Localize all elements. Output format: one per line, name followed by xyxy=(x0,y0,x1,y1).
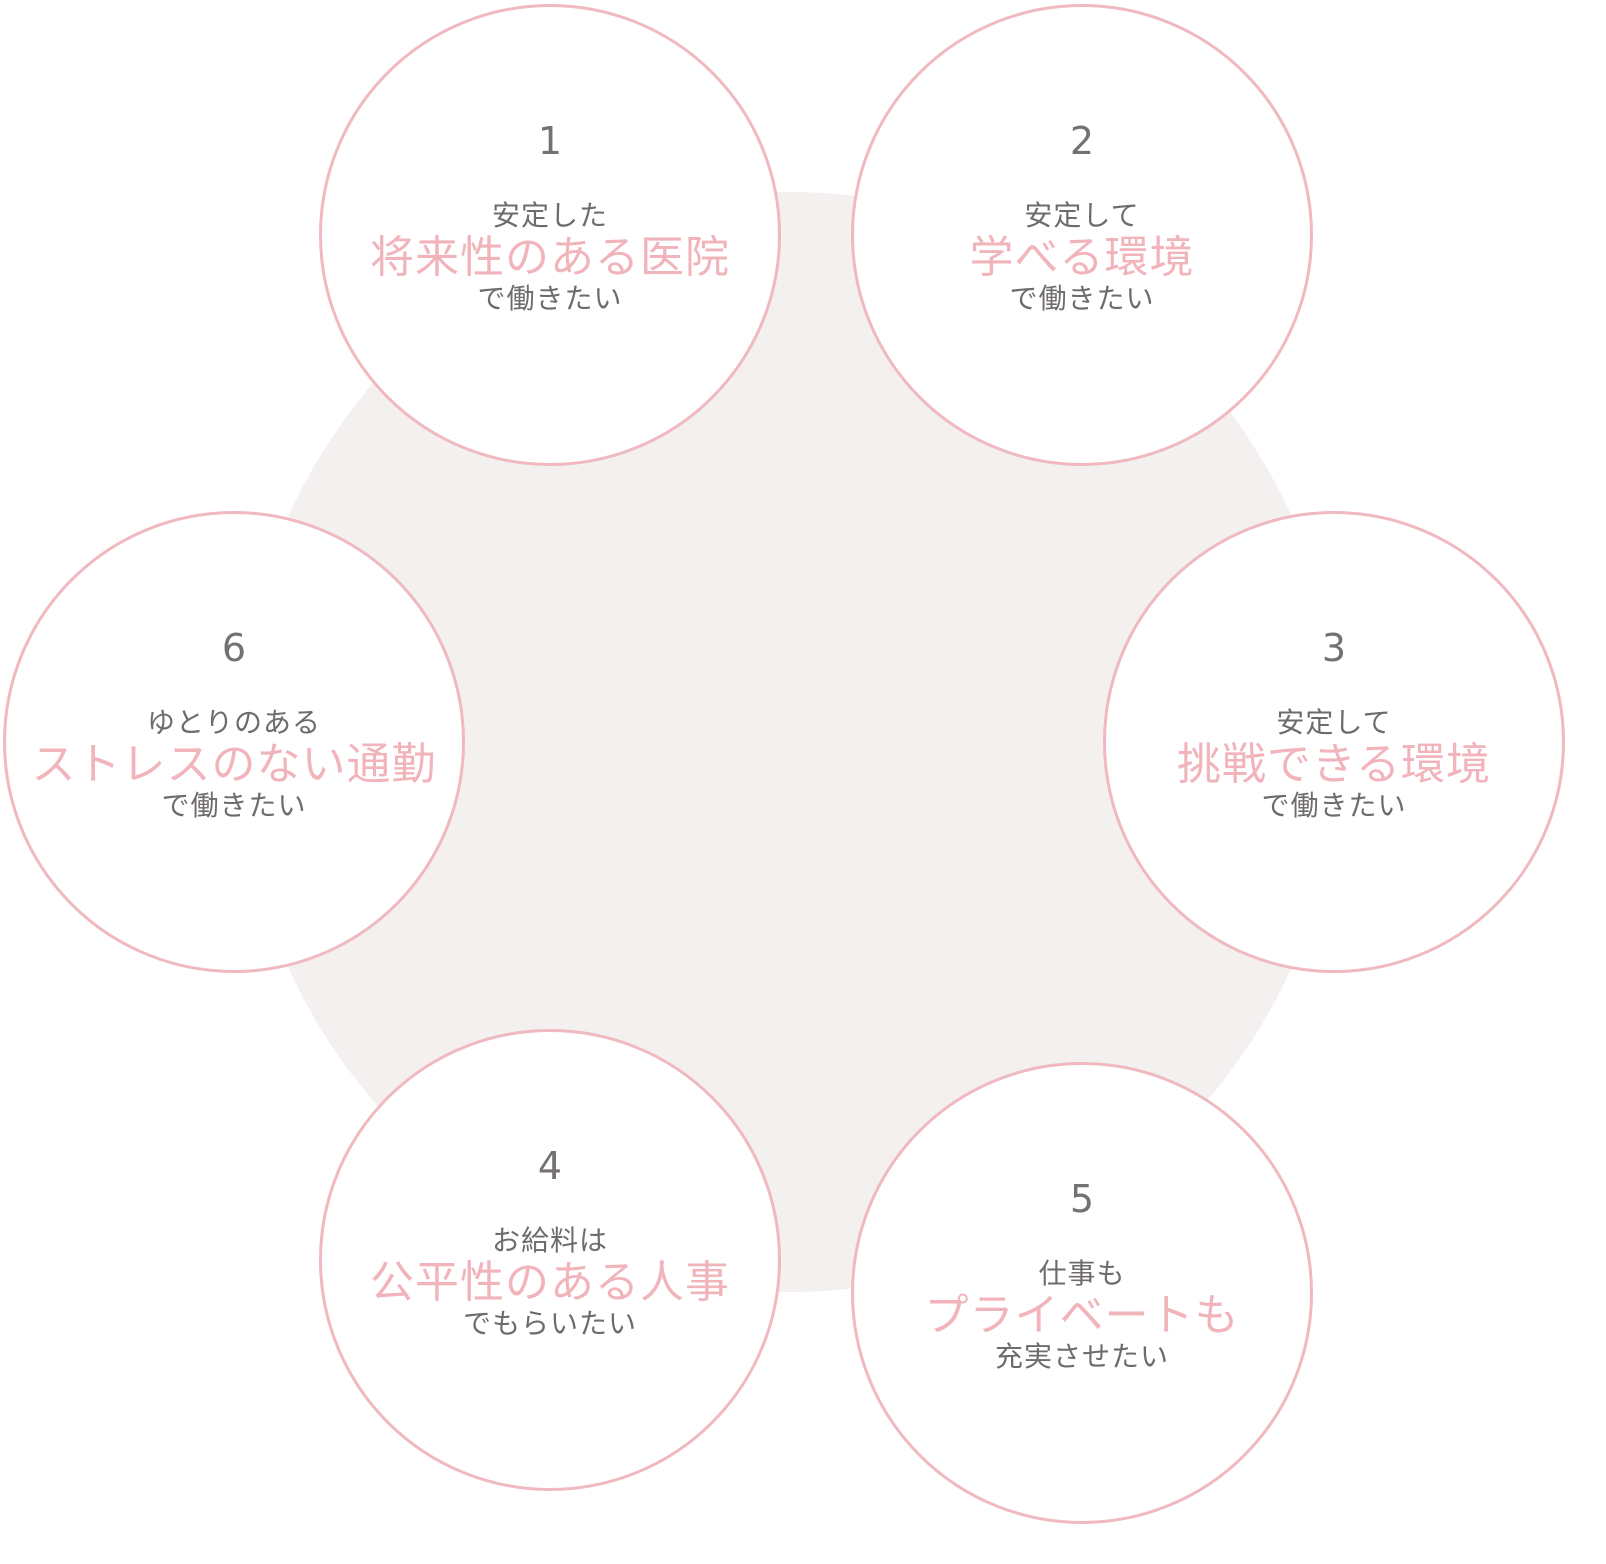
item-number: 5 xyxy=(1069,1177,1095,1221)
item-trail-text: 充実させたい xyxy=(994,1340,1169,1373)
item-number: 4 xyxy=(537,1144,563,1188)
wish-circle-6: 6 ゆとりのある ストレスのない通勤 で働きたい xyxy=(3,511,465,973)
item-highlight-text: ストレスのない通勤 xyxy=(31,739,437,790)
item-lead-text: 仕事も xyxy=(1038,1257,1126,1290)
item-lead-text: 安定した xyxy=(491,199,608,232)
wish-circle-2: 2 安定して 学べる環境 で働きたい xyxy=(851,4,1313,466)
item-trail-text: で働きたい xyxy=(1009,282,1155,315)
item-lead-text: 安定して xyxy=(1276,706,1392,739)
item-number: 3 xyxy=(1321,626,1347,670)
item-highlight-text: 将来性のある医院 xyxy=(370,232,730,283)
wish-circle-1: 1 安定した 将来性のある医院 で働きたい xyxy=(319,4,781,466)
item-trail-text: で働きたい xyxy=(477,282,623,315)
item-highlight-text: 挑戦できる環境 xyxy=(1176,739,1492,790)
item-trail-text: で働きたい xyxy=(161,789,307,822)
item-trail-text: で働きたい xyxy=(1261,789,1407,822)
wish-circle-5: 5 仕事も プライベートも 充実させたい xyxy=(851,1062,1313,1524)
item-number: 2 xyxy=(1069,119,1095,163)
item-trail-text: でもらいたい xyxy=(462,1307,637,1340)
item-highlight-text: 公平性のある人事 xyxy=(370,1257,730,1308)
item-lead-text: ゆとりのある xyxy=(146,706,321,739)
item-lead-text: お給料は xyxy=(491,1224,608,1257)
item-highlight-text: プライベートも xyxy=(924,1290,1240,1341)
wish-circle-3: 3 安定して 挑戦できる環境 で働きたい xyxy=(1103,511,1565,973)
item-highlight-text: 学べる環境 xyxy=(969,232,1195,283)
item-number: 6 xyxy=(221,626,247,670)
wish-circle-4: 4 お給料は 公平性のある人事 でもらいたい xyxy=(319,1029,781,1491)
item-lead-text: 安定して xyxy=(1024,199,1140,232)
item-number: 1 xyxy=(537,119,563,163)
